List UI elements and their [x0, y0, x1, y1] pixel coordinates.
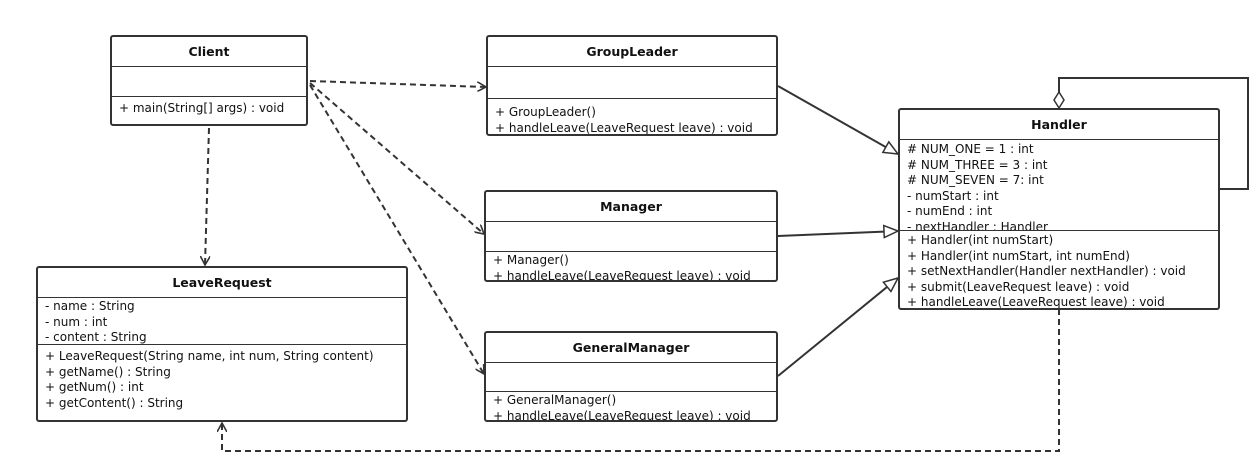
dep-client-manager — [309, 82, 484, 234]
generalmanager-class: GeneralManager + GeneralManager() + hand… — [484, 331, 778, 422]
client-method: + main(String[] args) : void — [119, 101, 285, 115]
agg-handler-self — [1058, 77, 1249, 190]
groupleader-methods: + GroupLeader() + handleLeave(LeaveReque… — [488, 99, 776, 135]
manager-method: + Manager() — [493, 253, 569, 267]
leaverequest-attributes: - name : String - num : int - content : … — [38, 298, 406, 345]
handler-attribute: - numStart : int — [907, 188, 999, 203]
leaverequest-method: + getContent() : String — [45, 395, 184, 410]
leaverequest-methods: + LeaveRequest(String name, int num, Str… — [38, 345, 406, 411]
gen-manager-handler — [777, 231, 898, 236]
generalmanager-methods: + GeneralManager() + handleLeave(LeaveRe… — [486, 392, 776, 422]
leaverequest-method: + getName() : String — [45, 364, 171, 379]
handler-attribute: # NUM_ONE = 1 : int — [907, 142, 1034, 156]
leaverequest-attribute: - name : String — [45, 299, 135, 313]
groupleader-class: GroupLeader + GroupLeader() + handleLeav… — [486, 35, 778, 136]
manager-methods: + Manager() + handleLeave(LeaveRequest l… — [486, 252, 776, 282]
handler-method: + Handler(int numStart) — [907, 233, 1054, 247]
dep-client-leaverequest — [205, 127, 209, 265]
leaverequest-method: + LeaveRequest(String name, int num, Str… — [45, 349, 374, 363]
generalmanager-class-name: GeneralManager — [486, 333, 776, 363]
leaverequest-method: + getNum() : int — [45, 380, 144, 394]
groupleader-attributes — [488, 67, 776, 99]
leaverequest-attribute: - num : int — [45, 314, 108, 329]
handler-attribute: # NUM_SEVEN = 7: int — [907, 173, 1044, 187]
aggregation-diamond — [1053, 90, 1065, 110]
leaverequest-attribute: - content : String — [45, 330, 147, 344]
manager-class-name: Manager — [486, 192, 776, 222]
client-class-name: Client — [112, 37, 306, 67]
dep-client-generalmanager — [309, 84, 485, 374]
groupleader-method: + handleLeave(LeaveRequest leave) : void — [495, 120, 753, 135]
handler-method: + handleLeave(LeaveRequest leave) : void — [907, 295, 1165, 309]
handler-method: + submit(LeaveRequest leave) : void — [907, 279, 1130, 294]
dep-client-groupleader — [309, 80, 486, 87]
generalmanager-attributes — [486, 363, 776, 392]
leaverequest-class-name: LeaveRequest — [38, 268, 406, 298]
handler-methods: + Handler(int numStart) + Handler(int nu… — [900, 231, 1218, 309]
handler-method: + Handler(int numStart, int numEnd) — [907, 248, 1130, 263]
handler-attribute: - nextHandler : Handler — [907, 219, 1048, 231]
client-attributes — [112, 67, 306, 97]
handler-attributes: # NUM_ONE = 1 : int # NUM_THREE = 3 : in… — [900, 140, 1218, 231]
handler-attribute: # NUM_THREE = 3 : int — [907, 157, 1048, 172]
gen-groupleader-handler — [777, 85, 898, 154]
generalmanager-method: + handleLeave(LeaveRequest leave) : void — [493, 408, 751, 422]
manager-method: + handleLeave(LeaveRequest leave) : void — [493, 268, 751, 282]
manager-attributes — [486, 222, 776, 252]
groupleader-method: + GroupLeader() — [495, 105, 596, 119]
leaverequest-class: LeaveRequest - name : String - num : int… — [36, 266, 408, 422]
handler-attribute: - numEnd : int — [907, 204, 993, 218]
gen-generalmanager-handler — [777, 278, 898, 377]
manager-class: Manager + Manager() + handleLeave(LeaveR… — [484, 190, 778, 282]
groupleader-class-name: GroupLeader — [488, 37, 776, 67]
client-class: Client + main(String[] args) : void — [110, 35, 308, 126]
handler-class: Handler # NUM_ONE = 1 : int # NUM_THREE … — [898, 108, 1220, 310]
handler-method: + setNextHandler(Handler nextHandler) : … — [907, 264, 1186, 278]
client-methods: + main(String[] args) : void — [112, 97, 306, 117]
generalmanager-method: + GeneralManager() — [493, 393, 617, 407]
handler-class-name: Handler — [900, 110, 1218, 140]
dep-handler-leaverequest — [222, 309, 1060, 452]
